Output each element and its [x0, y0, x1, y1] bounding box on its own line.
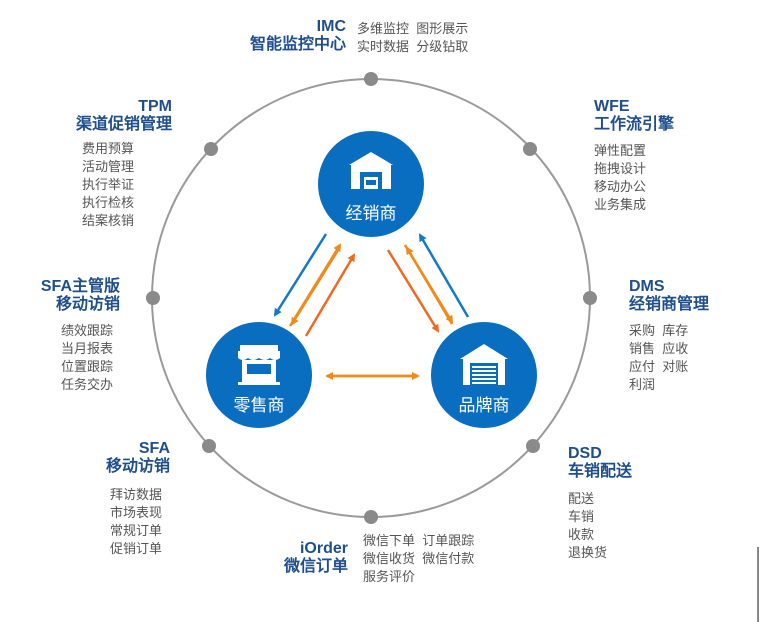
wfe-item: 拖拽设计: [594, 161, 647, 176]
tpm-item: 活动管理: [82, 159, 135, 174]
sfa-manager-item: 当月报表: [61, 341, 114, 356]
dms-item: 应收: [662, 341, 689, 356]
sfa-manager-item: 绩效跟踪: [61, 323, 114, 338]
dsd-item: 退换货: [568, 545, 608, 560]
module-sfa-items: 拜访数据 市场表现 常规订单 促销订单: [110, 486, 162, 558]
arrow-retailer-up-red: [304, 253, 356, 337]
warehouse-icon: [349, 152, 393, 189]
hub-distributor: 经销商: [318, 131, 424, 237]
module-imc-subtitle: 智能监控中心: [249, 36, 346, 54]
dms-item: 应付: [629, 359, 656, 374]
sfa-item: 市场表现: [110, 505, 163, 520]
module-tpm-title: TPM: [138, 98, 172, 115]
ring-node-sfa-manager: [146, 291, 160, 305]
ring-node-imc: [364, 72, 378, 86]
dms-item: 销售: [629, 341, 656, 356]
ring-node-dsd: [526, 439, 540, 453]
edge-divider: [757, 547, 759, 622]
module-dms-title: DMS: [629, 278, 665, 295]
hub-retailer-label: 零售商: [234, 396, 285, 416]
module-iorder-items: 微信下单 订单跟踪 微信收货 微信付款 服务评价: [363, 532, 474, 586]
module-dms-items: 采购 库存 销售 应收 应付 对账 利润: [629, 322, 688, 394]
storefront-icon: [238, 345, 280, 385]
imc-item: 多维监控: [357, 21, 410, 36]
iorder-item: 服务评价: [363, 569, 416, 584]
dms-item: 库存: [662, 323, 689, 338]
arrow-brand-to-distributor: [418, 233, 470, 318]
iorder-item: 订单跟踪: [422, 533, 475, 548]
sfa-manager-item: 位置跟踪: [61, 359, 114, 374]
hub-brand: 品牌商: [431, 322, 537, 428]
sfa-item: 常规订单: [110, 523, 163, 538]
module-tpm-subtitle: 渠道促销管理: [75, 116, 172, 134]
module-wfe-title: WFE: [594, 98, 630, 115]
module-imc-title: IMC: [316, 18, 346, 35]
sfa-item: 促销订单: [110, 541, 163, 556]
module-sfa-manager: SFA主管版 移动访销: [10, 278, 120, 315]
module-tpm: TPM 渠道促销管理: [50, 98, 172, 135]
module-iorder-title: iOrder: [299, 540, 348, 557]
module-sfa: SFA 移动访销: [60, 440, 170, 477]
tpm-item: 执行检核: [82, 195, 135, 210]
module-imc: IMC 智能监控中心: [226, 18, 346, 55]
garage-icon: [460, 344, 508, 385]
wfe-item: 弹性配置: [594, 143, 647, 158]
module-tpm-items: 费用预算 活动管理 执行举证 执行检核 结案核销: [82, 140, 134, 230]
module-wfe-items: 弹性配置 拖拽设计 移动办公 业务集成: [594, 142, 646, 214]
dms-item: 对账: [662, 359, 689, 374]
wfe-item: 业务集成: [594, 197, 647, 212]
hub-distributor-label: 经销商: [346, 204, 397, 224]
arrow-distributor-to-brand-red: [386, 249, 440, 333]
module-sfa-subtitle: 移动访销: [105, 458, 170, 476]
wfe-item: 移动办公: [594, 179, 647, 194]
module-dms-subtitle: 经销商管理: [629, 296, 710, 314]
tpm-item: 结案核销: [82, 213, 135, 228]
arrow-brand-to-distributor-orange: [405, 246, 454, 325]
module-sfa-manager-items: 绩效跟踪 当月报表 位置跟踪 任务交办: [61, 322, 113, 394]
module-sfa-manager-title: SFA主管版: [40, 278, 120, 295]
arrow-distributor-to-retailer-orange: [290, 246, 342, 326]
dsd-item: 车销: [568, 509, 595, 524]
module-iorder: iOrder 微信订单: [228, 540, 348, 577]
imc-item: 实时数据: [357, 39, 410, 54]
module-dsd-title: DSD: [568, 445, 602, 462]
hub-retailer: 零售商: [206, 322, 312, 428]
arrow-distributor-to-retailer: [273, 233, 328, 317]
iorder-item: 微信收货: [363, 551, 416, 566]
module-wfe-subtitle: 工作流引擎: [594, 116, 675, 134]
module-imc-items: 多维监控 图形展示 实时数据 分级钻取: [357, 20, 468, 56]
module-sfa-manager-subtitle: 移动访销: [55, 296, 120, 314]
iorder-item: 微信下单: [363, 533, 416, 548]
hub-brand-label: 品牌商: [459, 396, 510, 416]
module-iorder-subtitle: 微信订单: [283, 558, 348, 576]
tpm-item: 费用预算: [82, 141, 135, 156]
ring-node-sfa: [202, 439, 216, 453]
module-sfa-title: SFA: [138, 440, 170, 457]
dsd-item: 配送: [568, 491, 595, 506]
iorder-item: 微信付款: [422, 551, 475, 566]
imc-item: 分级钻取: [416, 39, 469, 54]
dms-item: 采购: [629, 323, 656, 338]
module-dsd: DSD 车销配送: [568, 445, 632, 482]
dsd-item: 收款: [568, 527, 595, 542]
module-wfe: WFE 工作流引擎: [594, 98, 674, 135]
module-dsd-items: 配送 车销 收款 退换货: [568, 490, 607, 562]
ring-node-tpm: [204, 142, 218, 156]
tpm-item: 执行举证: [82, 177, 135, 192]
ring-node-wfe: [523, 142, 537, 156]
sfa-item: 拜访数据: [110, 487, 163, 502]
ring-node-iorder: [364, 510, 378, 524]
module-dms: DMS 经销商管理: [629, 278, 709, 315]
dms-item: 利润: [629, 377, 656, 392]
module-dsd-subtitle: 车销配送: [568, 463, 633, 481]
ring-node-dms: [583, 291, 597, 305]
sfa-manager-item: 任务交办: [61, 377, 114, 392]
imc-item: 图形展示: [416, 21, 469, 36]
